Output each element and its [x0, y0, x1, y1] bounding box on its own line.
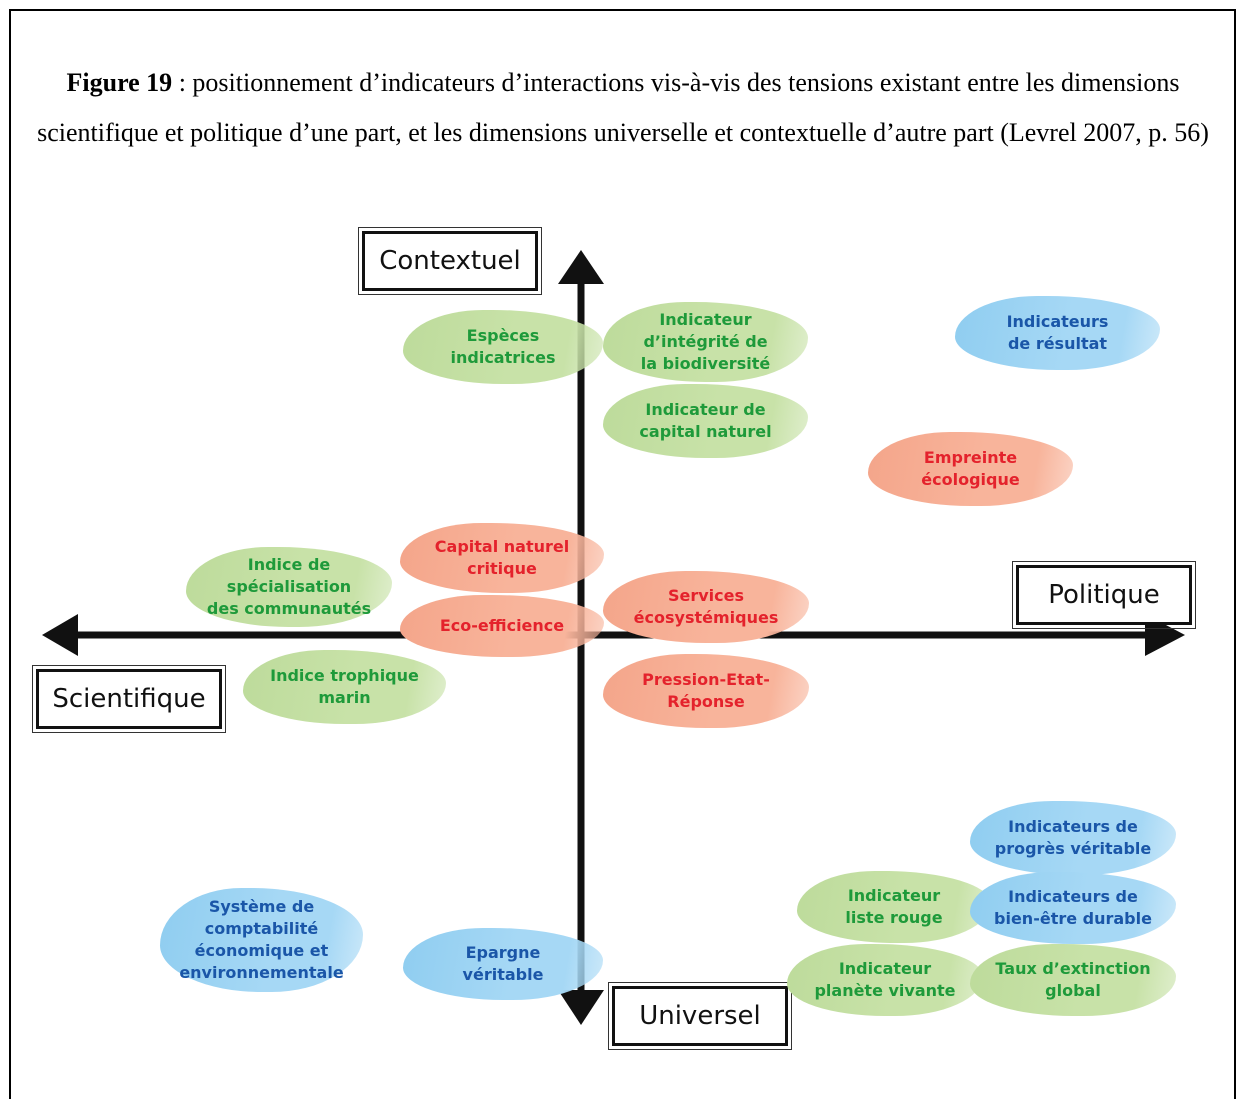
axis-label-politique: Politique: [1012, 561, 1196, 629]
blob-systeme-comptabilite: Système de comptabilité économique et en…: [160, 888, 363, 992]
axis-label-contextuel: Contextuel: [358, 227, 542, 295]
caption-text: : positionnement d’indicateurs d’interac…: [37, 68, 1209, 147]
blob-capital-naturel: Indicateur de capital naturel: [603, 384, 808, 458]
blob-indice-specialisation: Indice de spécialisation des communautés: [186, 547, 392, 627]
figure-caption: Figure 19 : positionnement d’indicateurs…: [30, 58, 1216, 158]
blob-especes-indicatrices: Espèces indicatrices: [403, 310, 603, 384]
blob-integrite-biodiversite: Indicateur d’intégrité de la biodiversit…: [603, 302, 808, 382]
blob-empreinte-ecologique: Empreinte écologique: [868, 432, 1073, 506]
blob-taux-extinction: Taux d’extinction global: [970, 944, 1176, 1016]
axis-label-scientifique-text: Scientifique: [52, 684, 206, 714]
blob-bien-etre-durable: Indicateurs de bien-être durable: [970, 872, 1176, 944]
arrow-down: [558, 990, 604, 1025]
blob-pression-etat-reponse: Pression-Etat- Réponse: [603, 654, 809, 728]
axis-label-contextuel-text: Contextuel: [379, 246, 521, 276]
arrow-left: [42, 614, 78, 656]
blob-planete-vivante: Indicateur planète vivante: [787, 944, 983, 1016]
axis-label-politique-text: Politique: [1048, 580, 1160, 610]
blob-capital-naturel-critique: Capital naturel critique: [400, 523, 604, 593]
blob-services-ecosystemiques: Services écosystémiques: [603, 571, 809, 643]
axis-label-universel-text: Universel: [639, 1001, 761, 1031]
blob-epargne-veritable: Epargne véritable: [403, 928, 603, 1000]
blob-indice-trophique-marin: Indice trophique marin: [243, 650, 446, 724]
blob-indicateurs-resultat: Indicateurs de résultat: [955, 296, 1160, 370]
blob-liste-rouge: Indicateur liste rouge: [797, 871, 991, 943]
axis-label-scientifique: Scientifique: [32, 665, 226, 733]
arrow-up: [558, 250, 604, 284]
blob-progres-veritable: Indicateurs de progrès véritable: [970, 801, 1176, 875]
figure-label: Figure 19: [66, 68, 173, 97]
figure-frame: [9, 9, 1236, 1099]
axis-label-universel: Universel: [608, 982, 792, 1050]
blob-eco-efficience: Eco-efficience: [400, 595, 604, 657]
